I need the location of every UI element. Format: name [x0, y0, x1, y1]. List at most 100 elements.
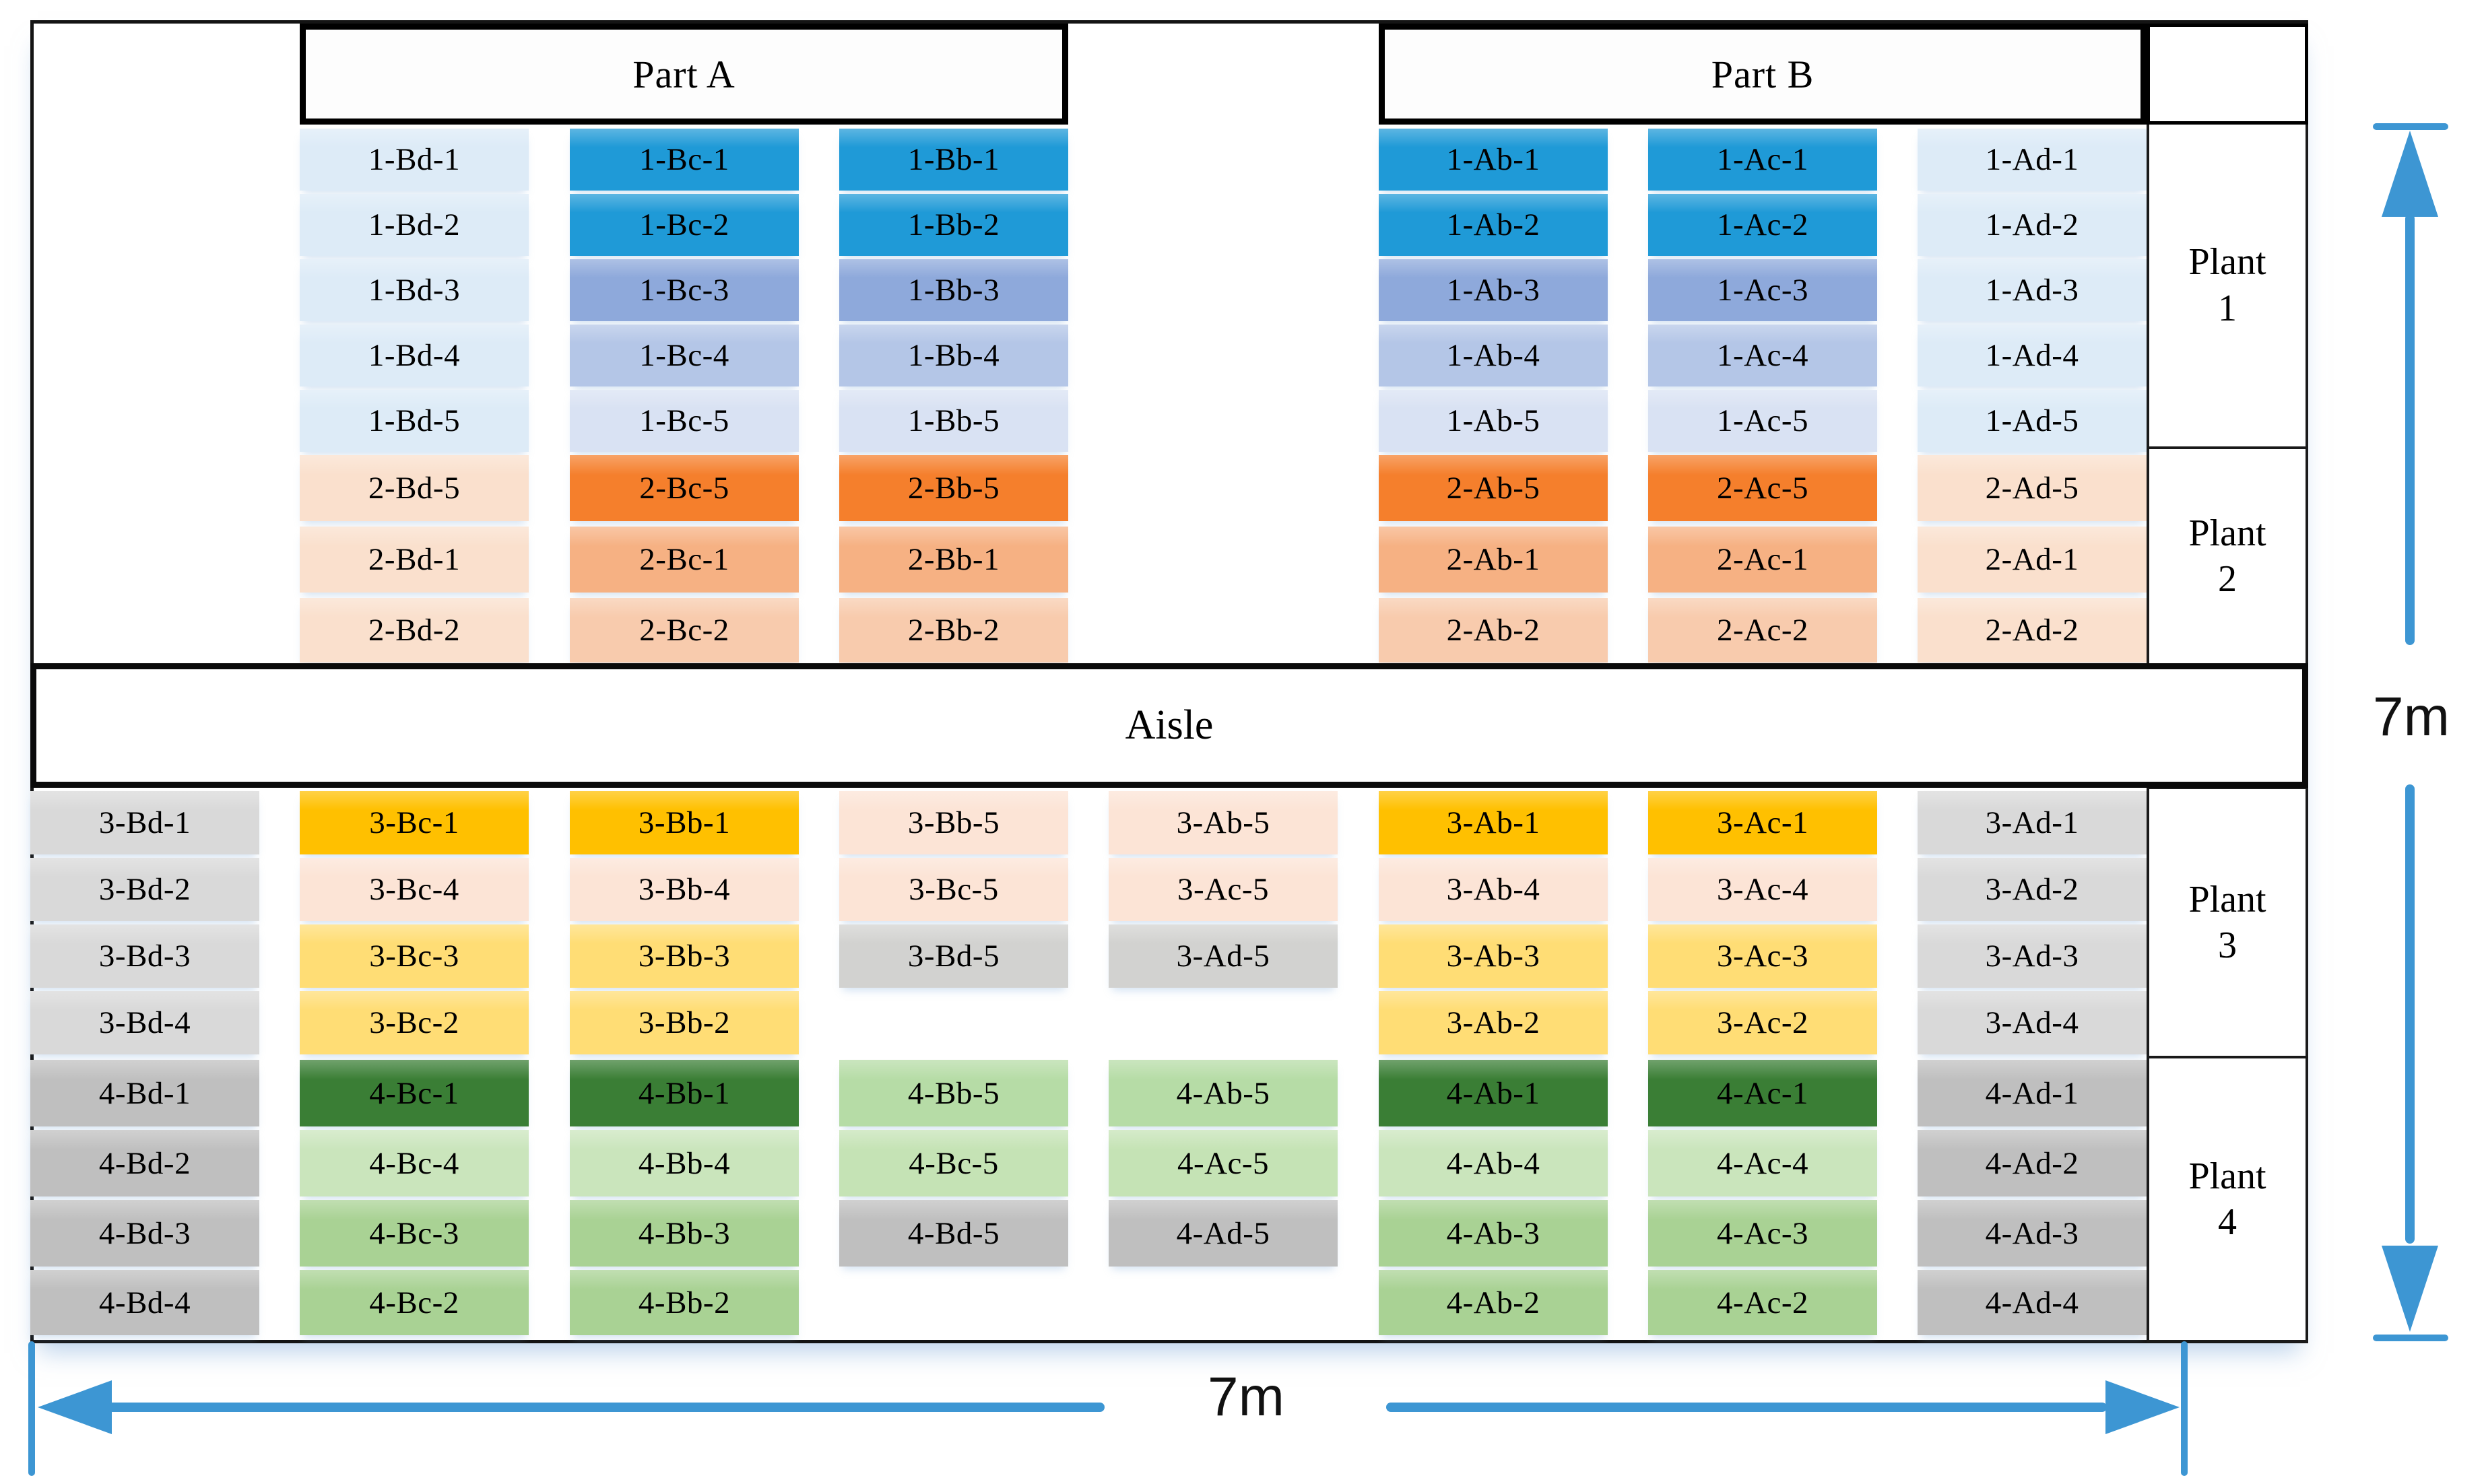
- cell-4-Ac-2: 4-Ac-2: [1648, 1270, 1877, 1335]
- cell-3-Ac-1: 3-Ac-1: [1648, 791, 1877, 854]
- cell-3-Bc-3: 3-Bc-3: [300, 924, 529, 988]
- cell-3-Ab-3: 3-Ab-3: [1379, 924, 1608, 988]
- cell-4-Ad-4: 4-Ad-4: [1918, 1270, 2147, 1335]
- vertical-dimension-line-upper: [2405, 214, 2415, 645]
- horizontal-dimension-left-arrowhead: [38, 1380, 112, 1434]
- cell-1-Ac-1: 1-Ac-1: [1648, 129, 1877, 191]
- plant-4-box: Plant 4: [2147, 1056, 2308, 1343]
- cell-1-Ac-3: 1-Ac-3: [1648, 259, 1877, 321]
- cell-3-Bc-1: 3-Bc-1: [300, 791, 529, 854]
- plant-1-number: 1: [2218, 287, 2237, 329]
- cell-3-Bb-5: 3-Bb-5: [839, 791, 1068, 854]
- cell-4-Ad-1: 4-Ad-1: [1918, 1060, 2147, 1126]
- cell-4-Ab-3: 4-Ab-3: [1379, 1200, 1608, 1267]
- cell-3-Bb-4: 3-Bb-4: [570, 858, 799, 921]
- cell-2-Ad-2: 2-Ad-2: [1918, 598, 2147, 663]
- cell-2-Ab-5: 2-Ab-5: [1379, 455, 1608, 521]
- cell-3-Bb-1: 3-Bb-1: [570, 791, 799, 854]
- vertical-dimension-line-lower: [2405, 784, 2415, 1244]
- cell-3-Ad-3: 3-Ad-3: [1918, 924, 2147, 988]
- cell-4-Bc-4: 4-Bc-4: [300, 1130, 529, 1196]
- part-a-label: Part A: [632, 52, 736, 96]
- cell-1-Bb-4: 1-Bb-4: [839, 325, 1068, 386]
- cell-3-Ab-1: 3-Ab-1: [1379, 791, 1608, 854]
- cell-1-Ad-1: 1-Ad-1: [1918, 129, 2147, 191]
- header-corner-box: [2147, 24, 2308, 125]
- cell-4-Bc-3: 4-Bc-3: [300, 1200, 529, 1267]
- horizontal-dimension-left-tick: [28, 1341, 35, 1476]
- cell-4-Bb-5: 4-Bb-5: [839, 1060, 1068, 1126]
- plant-4-number: 4: [2218, 1201, 2237, 1243]
- cell-2-Ad-1: 2-Ad-1: [1918, 527, 2147, 593]
- horizontal-dimension-line-right: [1386, 1403, 2107, 1412]
- cell-1-Bb-1: 1-Bb-1: [839, 129, 1068, 191]
- part-b-label: Part B: [1711, 52, 1815, 96]
- cell-4-Bd-4: 4-Bd-4: [30, 1270, 259, 1335]
- cell-2-Bb-1: 2-Bb-1: [839, 527, 1068, 593]
- horizontal-dimension-label: 7m: [1208, 1366, 1284, 1427]
- cell-1-Ad-4: 1-Ad-4: [1918, 325, 2147, 386]
- cell-4-Bd-2: 4-Bd-2: [30, 1130, 259, 1196]
- cell-1-Ac-5: 1-Ac-5: [1648, 390, 1877, 452]
- cell-2-Ac-5: 2-Ac-5: [1648, 455, 1877, 521]
- plant-4-word: Plant: [2188, 1155, 2266, 1197]
- cell-2-Ac-2: 2-Ac-2: [1648, 598, 1877, 663]
- cell-2-Ab-2: 2-Ab-2: [1379, 598, 1608, 663]
- cell-3-Ab-4: 3-Ab-4: [1379, 858, 1608, 921]
- cell-1-Bc-3: 1-Bc-3: [570, 259, 799, 321]
- vertical-dimension-bottom-tick: [2373, 1335, 2448, 1341]
- cell-3-Ad-2: 3-Ad-2: [1918, 858, 2147, 921]
- cell-2-Bb-2: 2-Bb-2: [839, 598, 1068, 663]
- cell-3-Ac-2: 3-Ac-2: [1648, 991, 1877, 1054]
- cell-4-Bc-2: 4-Bc-2: [300, 1270, 529, 1335]
- cell-2-Bd-1: 2-Bd-1: [300, 527, 529, 593]
- cell-3-Bd-1: 3-Bd-1: [30, 791, 259, 854]
- cell-3-Ab-2: 3-Ab-2: [1379, 991, 1608, 1054]
- cell-4-Bd-3: 4-Bd-3: [30, 1200, 259, 1267]
- cell-4-Ad-5: 4-Ad-5: [1109, 1200, 1338, 1267]
- cell-1-Ab-4: 1-Ab-4: [1379, 325, 1608, 386]
- vertical-dimension-label: 7m: [2373, 686, 2450, 747]
- vertical-dimension-down-arrowhead: [2382, 1246, 2438, 1332]
- cell-2-Ac-1: 2-Ac-1: [1648, 527, 1877, 593]
- cell-3-Ac-5: 3-Ac-5: [1109, 858, 1338, 921]
- cell-1-Bc-1: 1-Bc-1: [570, 129, 799, 191]
- cell-3-Bd-2: 3-Bd-2: [30, 858, 259, 921]
- horizontal-dimension-right-arrowhead: [2105, 1380, 2180, 1434]
- horizontal-dimension-line-left: [108, 1403, 1105, 1412]
- cell-4-Bd-1: 4-Bd-1: [30, 1060, 259, 1126]
- cell-4-Ac-1: 4-Ac-1: [1648, 1060, 1877, 1126]
- cell-1-Bd-1: 1-Bd-1: [300, 129, 529, 191]
- cell-3-Bb-3: 3-Bb-3: [570, 924, 799, 988]
- cell-3-Ac-3: 3-Ac-3: [1648, 924, 1877, 988]
- cell-1-Bb-2: 1-Bb-2: [839, 194, 1068, 256]
- cell-3-Ac-4: 3-Ac-4: [1648, 858, 1877, 921]
- cell-1-Bd-4: 1-Bd-4: [300, 325, 529, 386]
- cell-2-Ad-5: 2-Ad-5: [1918, 455, 2147, 521]
- cell-2-Bc-2: 2-Bc-2: [570, 598, 799, 663]
- cell-1-Bb-5: 1-Bb-5: [839, 390, 1068, 452]
- cell-2-Bb-5: 2-Bb-5: [839, 455, 1068, 521]
- cell-3-Bd-4: 3-Bd-4: [30, 991, 259, 1054]
- plant-2-word: Plant: [2188, 512, 2266, 554]
- cell-1-Ac-4: 1-Ac-4: [1648, 325, 1877, 386]
- cell-1-Bd-5: 1-Bd-5: [300, 390, 529, 452]
- cell-3-Ad-1: 3-Ad-1: [1918, 791, 2147, 854]
- cell-4-Ac-4: 4-Ac-4: [1648, 1130, 1877, 1196]
- cell-3-Bb-2: 3-Bb-2: [570, 991, 799, 1054]
- cell-4-Bc-5: 4-Bc-5: [839, 1130, 1068, 1196]
- part-b-header: Part B: [1379, 24, 2147, 125]
- cell-4-Bb-2: 4-Bb-2: [570, 1270, 799, 1335]
- cell-1-Ad-3: 1-Ad-3: [1918, 259, 2147, 321]
- cell-1-Ab-5: 1-Ab-5: [1379, 390, 1608, 452]
- cell-1-Bb-3: 1-Bb-3: [839, 259, 1068, 321]
- cell-2-Ab-1: 2-Ab-1: [1379, 527, 1608, 593]
- plant-3-box: Plant 3: [2147, 786, 2308, 1058]
- cell-3-Ad-5: 3-Ad-5: [1109, 924, 1338, 988]
- cell-4-Ad-2: 4-Ad-2: [1918, 1130, 2147, 1196]
- cell-2-Bd-5: 2-Bd-5: [300, 455, 529, 521]
- horizontal-dimension-right-tick: [2181, 1341, 2188, 1476]
- cell-4-Ad-3: 4-Ad-3: [1918, 1200, 2147, 1267]
- cell-4-Ab-5: 4-Ab-5: [1109, 1060, 1338, 1126]
